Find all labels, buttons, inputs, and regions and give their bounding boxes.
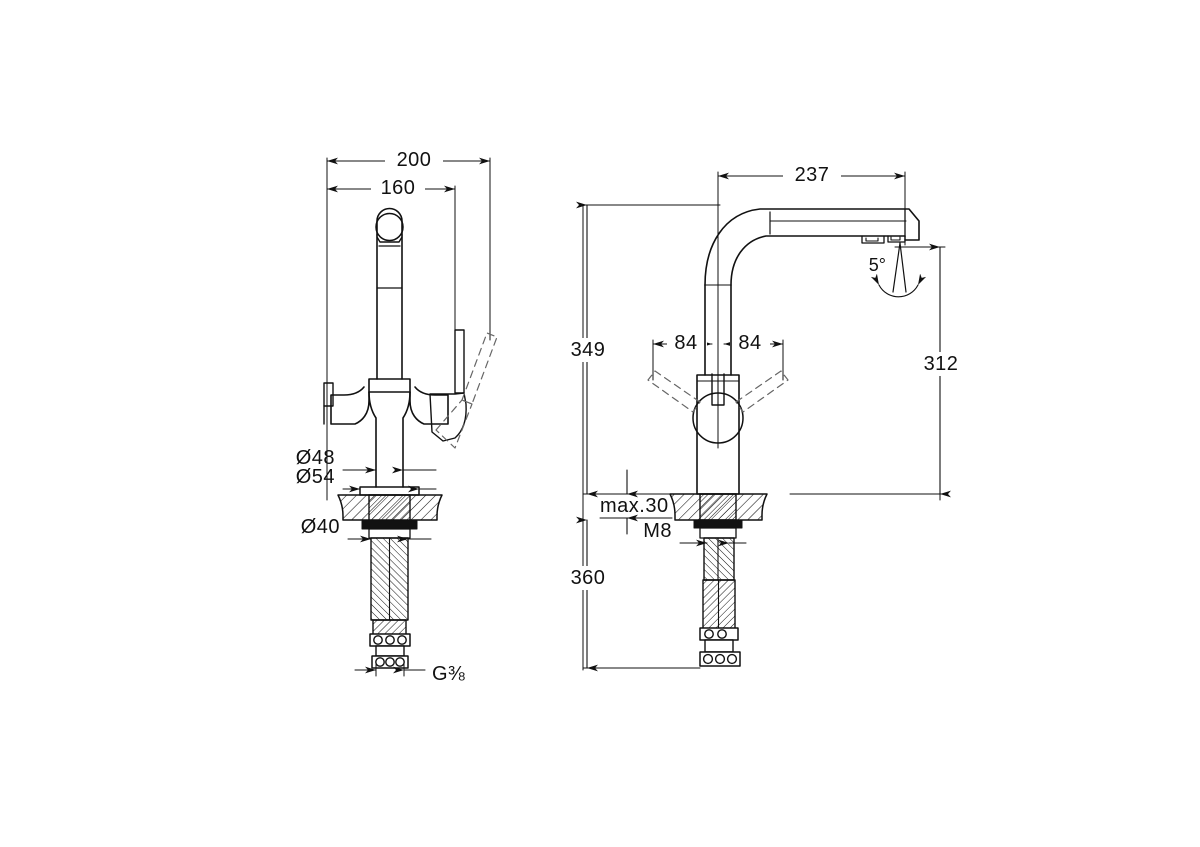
side-elevation-view: 237 84 84 349 312 <box>566 163 964 672</box>
front-mixer-body <box>330 378 449 496</box>
dimension-max30: max.30 <box>599 469 673 535</box>
dimension-237-label: 237 <box>795 164 830 186</box>
dimension-84-left: 84 <box>652 331 713 355</box>
dimension-200-label: 200 <box>397 149 432 171</box>
front-left-lever <box>323 382 334 425</box>
dimension-312: 312 <box>918 243 964 498</box>
dimension-g38-label: G⅜ <box>432 663 465 685</box>
dimension-diameter-54-label: Ø54 <box>296 466 335 488</box>
dimension-84-right-label: 84 <box>738 332 761 354</box>
side-lever-alt-positions <box>647 370 789 413</box>
dimension-360: 360 <box>566 516 610 672</box>
dimension-diameter-54: Ø54 <box>296 466 437 493</box>
dimension-angle-5-label: 5° <box>869 255 886 275</box>
dimension-237: 237 <box>717 163 906 187</box>
side-shank-assembly <box>693 493 743 636</box>
dimension-diameter-40: Ø40 <box>301 516 432 543</box>
dimension-160: 160 <box>326 176 456 200</box>
dimension-84-right: 84 <box>723 331 784 355</box>
dimension-349: 349 <box>566 201 610 498</box>
dimension-max30-label: max.30 <box>600 495 669 517</box>
dimension-diameter-48: Ø48 <box>296 447 437 474</box>
side-spout <box>704 208 920 376</box>
dimension-diameter-40-label: Ø40 <box>301 516 340 538</box>
front-spout-column <box>375 207 404 380</box>
front-elevation-view: 200 160 <box>296 148 498 685</box>
dimension-200: 200 <box>326 148 491 172</box>
front-hose-fittings <box>369 633 411 669</box>
dimension-angle-5: 5° <box>869 242 927 298</box>
dimension-360-label: 360 <box>571 567 606 589</box>
dimension-g38: G⅜ <box>354 661 465 685</box>
dimension-349-label: 349 <box>571 339 606 361</box>
dimension-84-left-label: 84 <box>674 332 697 354</box>
side-hose-fittings <box>699 627 741 667</box>
dimension-160-label: 160 <box>381 177 416 199</box>
dimension-312-label: 312 <box>924 353 959 375</box>
dimension-diameter-48-label: Ø48 <box>296 447 335 469</box>
dimension-m8-label: M8 <box>643 520 672 542</box>
front-right-lever-alt-position <box>435 332 498 449</box>
front-witness-lines <box>326 157 491 501</box>
